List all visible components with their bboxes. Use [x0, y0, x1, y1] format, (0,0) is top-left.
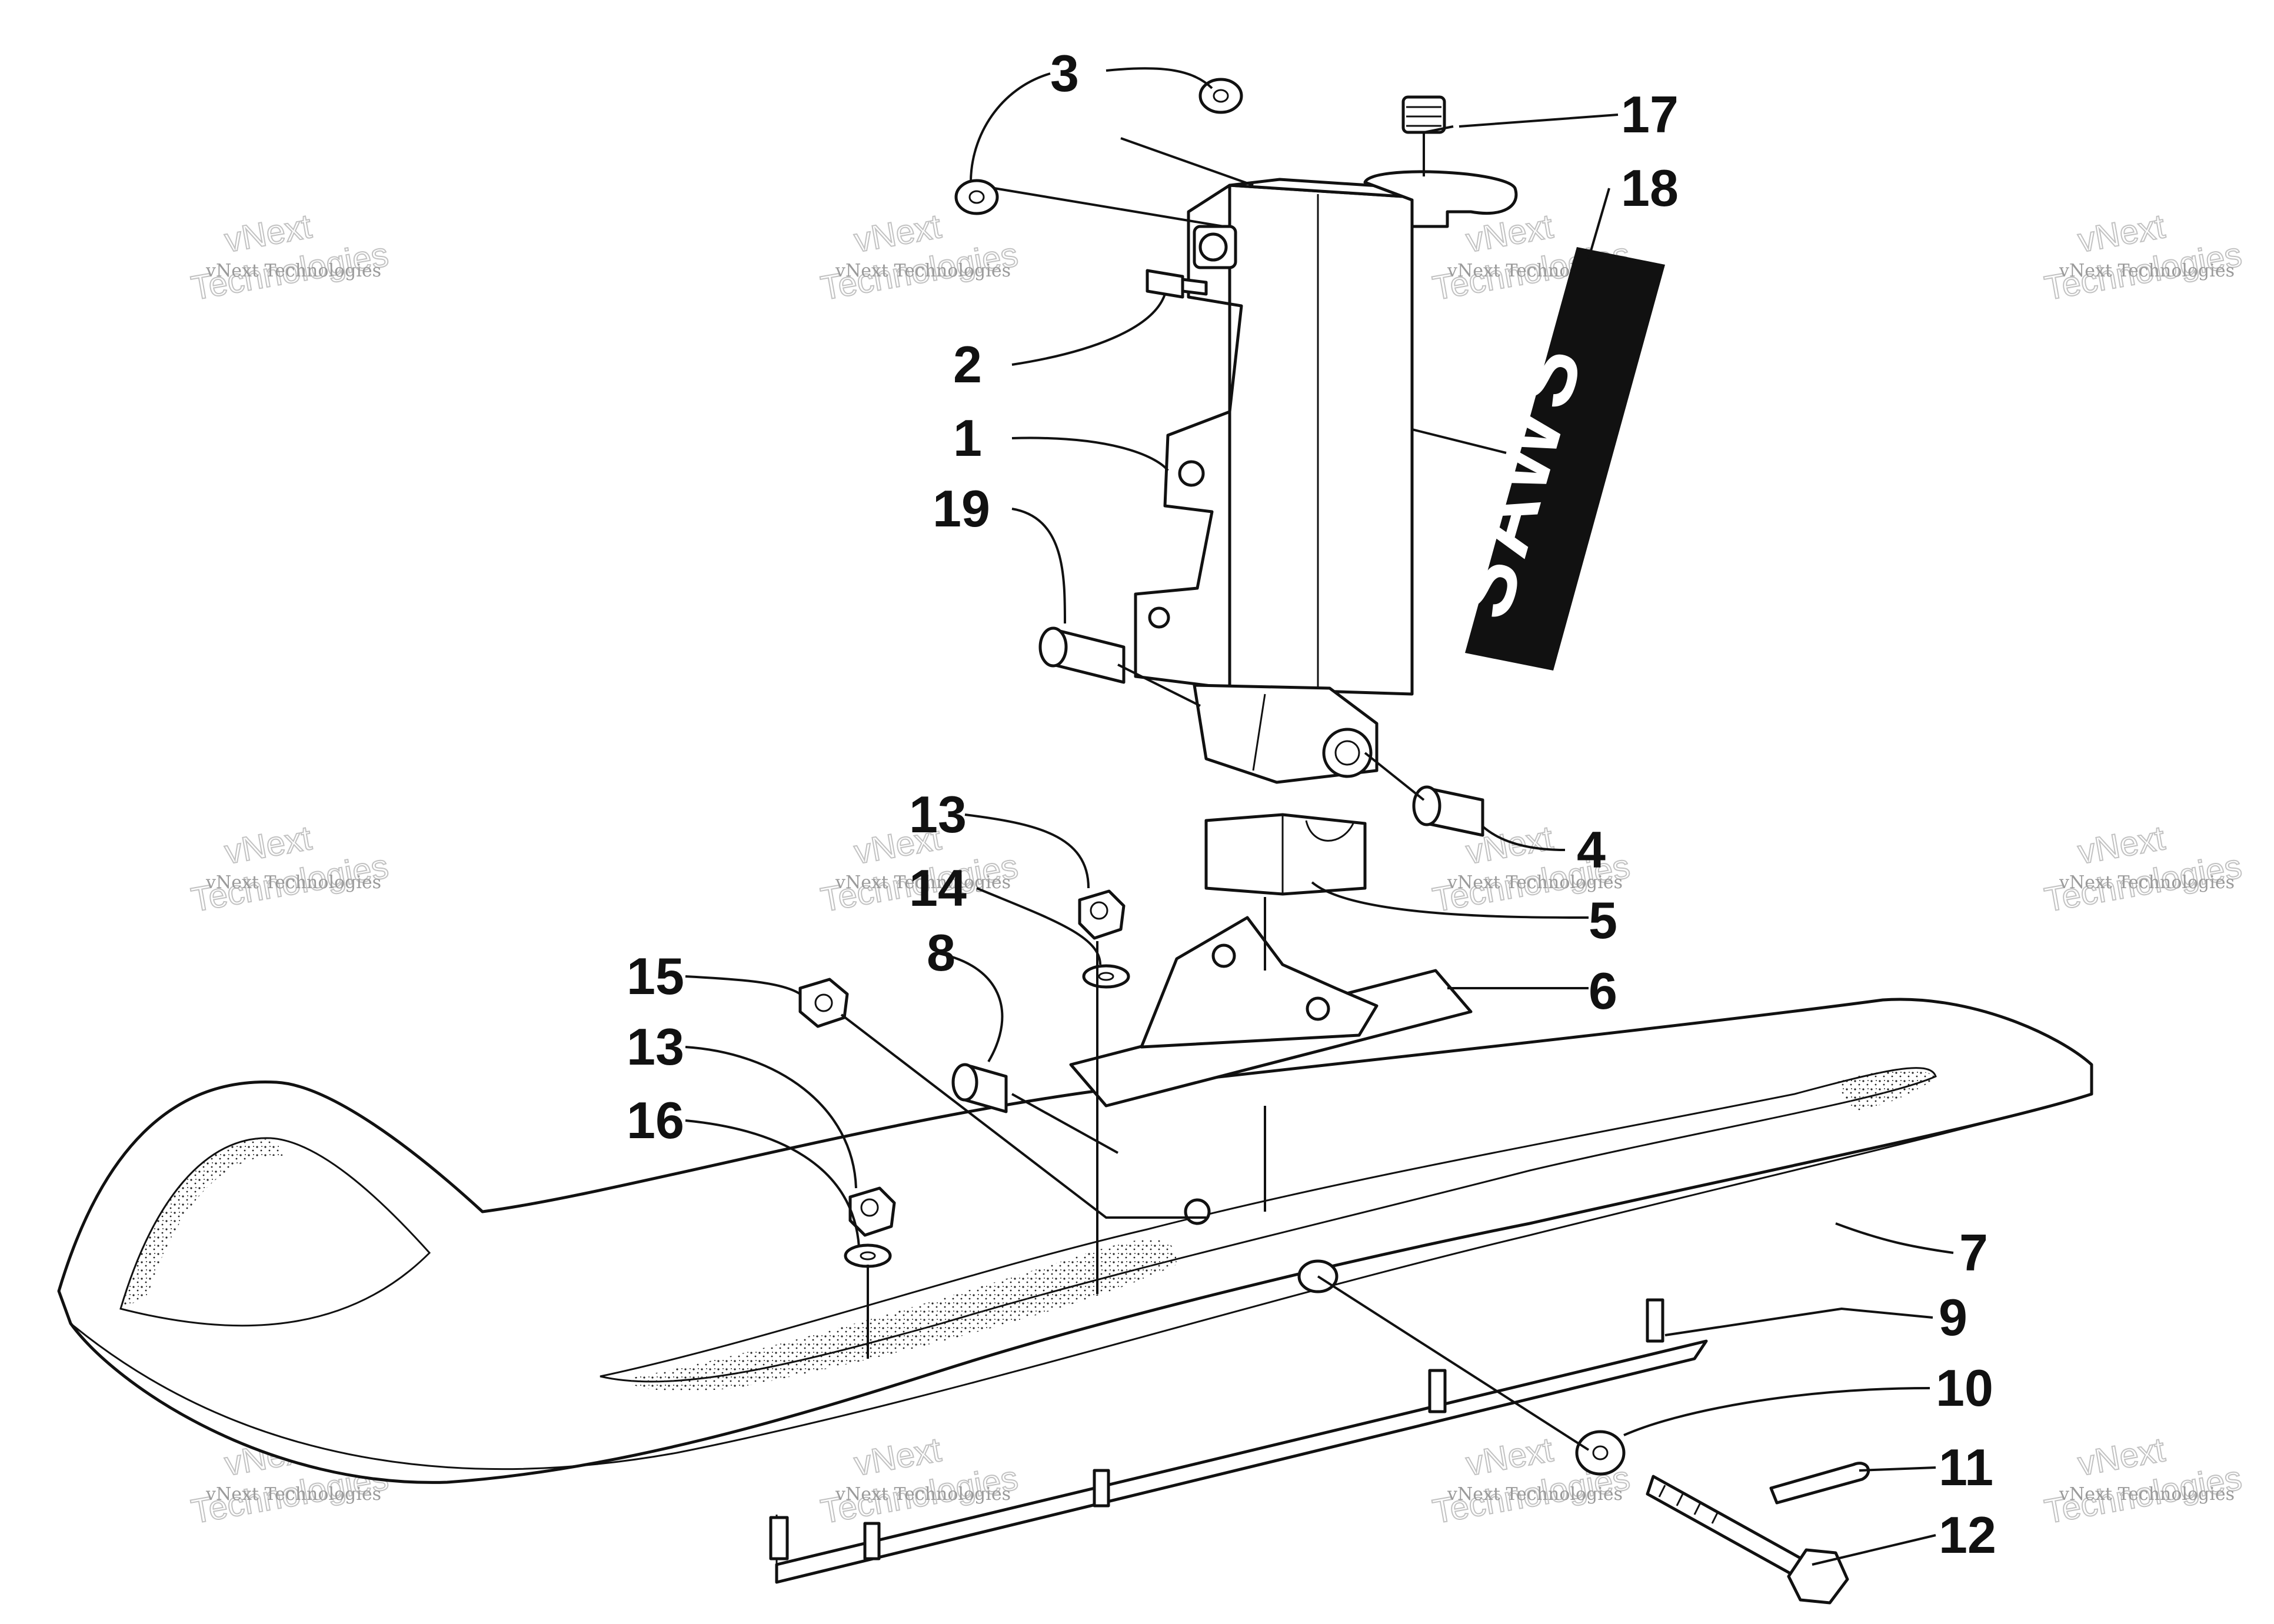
watermark-small: vNext Technologies	[205, 872, 381, 893]
callout-19: 19	[933, 479, 990, 538]
bushing-part-19	[1038, 626, 1126, 684]
cotter-pin-part-11	[1769, 1462, 1870, 1505]
watermark-small: vNext Technologies	[835, 261, 1011, 281]
callout-13-lower: 13	[627, 1018, 684, 1076]
washer-part-16	[844, 1243, 892, 1268]
saws-decal-part-18: SAWS	[1429, 247, 1665, 671]
callout-11: 11	[1939, 1438, 1993, 1496]
grease-fitting-part-2	[1146, 269, 1208, 299]
callout-10: 10	[1936, 1359, 1993, 1417]
watermark-small: vNext Technologies	[205, 261, 381, 281]
callout-4: 4	[1577, 821, 1606, 879]
callout-15: 15	[627, 947, 684, 1005]
watermark-small: vNext Technologies	[2059, 1484, 2235, 1505]
spindle-knuckle	[1193, 683, 1379, 784]
bushing-part-4	[1412, 785, 1484, 837]
callout-18: 18	[1621, 159, 1679, 217]
nut-part-15	[798, 978, 849, 1028]
spindle-part-1	[1134, 170, 1518, 696]
grommet-part-3	[954, 78, 1243, 215]
watermark-small: vNext Technologies	[1447, 1484, 1623, 1505]
callout-labels: 1 2 3 4 5 6 7 8 9 10 11 12 13 13 14 15 1…	[627, 44, 1996, 1564]
watermark-small: vNext Technologies	[1447, 872, 1623, 893]
washer-part-10	[1575, 1430, 1626, 1476]
callout-7: 7	[1959, 1223, 1988, 1282]
washer-part-14	[1082, 964, 1130, 989]
cap-part-17	[1401, 95, 1446, 134]
watermark-small: vNext Technologies	[2059, 261, 2235, 281]
callout-14: 14	[909, 859, 967, 917]
spacer-part-8	[951, 1063, 1008, 1113]
watermark-small: vNext Technologies	[205, 1484, 381, 1505]
bolt-part-12	[1646, 1475, 1849, 1605]
callout-2: 2	[953, 335, 982, 394]
callout-13-upper: 13	[909, 785, 967, 843]
wear-bar-part-9	[769, 1298, 1708, 1584]
callout-9: 9	[1939, 1288, 1967, 1346]
leader-lines	[685, 67, 1954, 1566]
callout-5: 5	[1589, 891, 1617, 949]
callout-8: 8	[927, 923, 955, 982]
callout-3: 3	[1050, 44, 1079, 102]
callout-6: 6	[1589, 962, 1617, 1020]
watermark-small: vNext Technologies	[2059, 872, 2235, 893]
saddle-part-6	[1069, 916, 1473, 1108]
callout-16: 16	[627, 1091, 684, 1149]
damper-block-part-5	[1204, 813, 1367, 896]
nut-part-13-upper	[1078, 889, 1126, 940]
callout-1: 1	[953, 409, 982, 467]
small-parts	[798, 78, 1870, 1605]
nut-part-13-lower	[848, 1186, 896, 1237]
watermark-small: vNext Technologies	[835, 1484, 1011, 1505]
callout-12: 12	[1939, 1506, 1996, 1564]
callout-17: 17	[1621, 85, 1679, 144]
